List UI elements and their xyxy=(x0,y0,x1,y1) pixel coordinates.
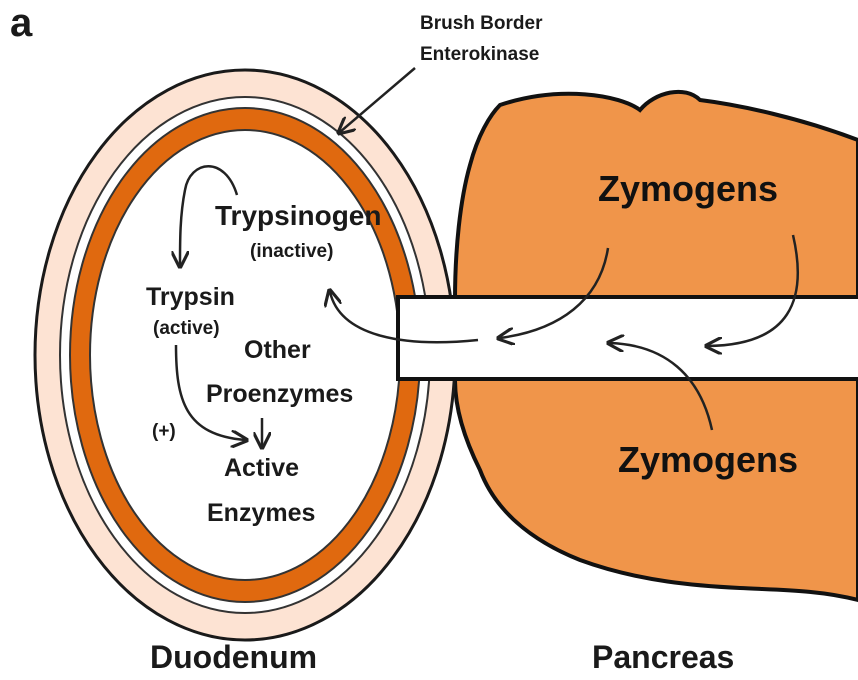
enterokinase-label: Enterokinase xyxy=(420,44,539,65)
other-label: Other xyxy=(244,336,311,364)
proenzymes-label: Proenzymes xyxy=(206,380,353,408)
duodenum-label: Duodenum xyxy=(150,639,317,675)
trypsinogen-label: Trypsinogen xyxy=(215,200,381,231)
pancreas-label: Pancreas xyxy=(592,639,734,675)
enzymes-label: Enzymes xyxy=(207,499,315,527)
trypsin-label: Trypsin xyxy=(146,283,235,311)
trypsin-state: (active) xyxy=(153,318,220,339)
active-label: Active xyxy=(224,454,299,482)
trypsinogen-state: (inactive) xyxy=(250,241,333,262)
zymogens-bottom-label: Zymogens xyxy=(618,439,798,480)
panel-label: a xyxy=(10,1,33,45)
enterokinase-arrow xyxy=(340,68,415,132)
plus-sign: (+) xyxy=(152,421,176,442)
brush-border-label: Brush Border xyxy=(420,13,543,34)
zymogens-top-label: Zymogens xyxy=(598,168,778,209)
